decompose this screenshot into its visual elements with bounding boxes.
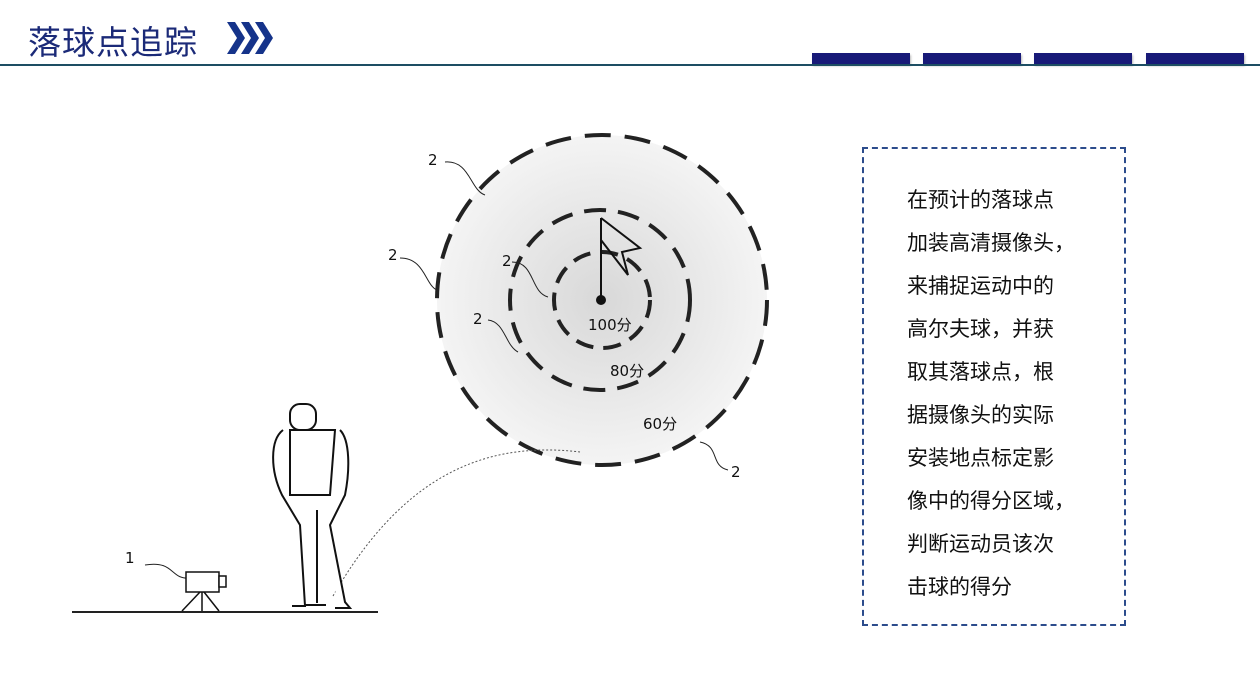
camera-icon [181,571,227,612]
camera-label: 1 [125,549,135,567]
sensor-label: 2 [473,310,483,328]
zone-label-100: 100分 [588,316,632,334]
flag-icon [600,217,643,300]
zone-label-60: 60分 [643,415,677,433]
header-divider [0,64,1260,66]
decor-bar [812,53,910,64]
description-line: 击球的得分 [907,575,1012,599]
decor-bar [1034,53,1132,64]
decor-bar [1146,53,1244,64]
sensor-label: 2 [731,463,741,481]
description-line: 据摄像头的实际 [907,403,1054,427]
description-line: 在预计的落球点 [907,188,1054,212]
description-line: 判断运动员该次 [907,532,1054,556]
description-line: 取其落球点，根 [907,360,1054,384]
description-box: 在预计的落球点 加装高清摄像头， 来捕捉运动中的 高尔夫球，并获 取其落球点，根… [862,147,1126,626]
chevron-right-icon [227,22,273,54]
page-title: 落球点追踪 [28,23,198,62]
decor-bar [923,53,1021,64]
hole-dot [596,295,606,305]
zone-label-80: 80分 [610,362,644,380]
sensor-label: 2 [388,246,398,264]
sensor-label: 2 [428,151,438,169]
description-line: 来捕捉运动中的 [907,274,1054,298]
target-zone-80 [508,208,692,392]
golfer-figure [272,403,353,609]
description-line: 高尔夫球，并获 [907,317,1054,341]
sensor-label: 2 [502,252,512,270]
description-line: 加装高清摄像头， [907,231,1075,255]
description-line: 安装地点标定影 [907,446,1054,470]
description-line: 像中的得分区域， [907,489,1075,513]
leader-lines [144,161,729,579]
ball-trajectory [332,449,581,597]
